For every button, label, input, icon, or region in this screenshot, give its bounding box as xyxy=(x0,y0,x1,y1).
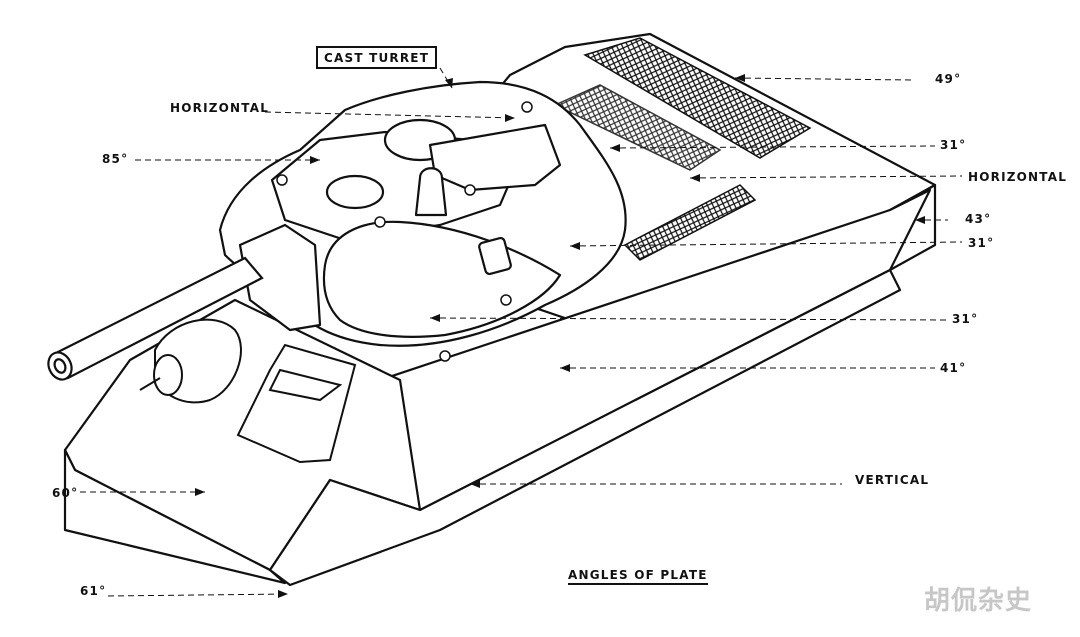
leader-31-3 xyxy=(429,317,949,321)
diagram-title: ANGLES OF PLATE xyxy=(568,568,708,585)
label-hull-side-41: 41° xyxy=(940,361,967,375)
leader-cast-turret xyxy=(439,67,453,89)
leader-49 xyxy=(734,77,913,81)
label-turret-top-horizontal: HORIZONTAL xyxy=(170,101,270,115)
label-upper-side-31-a: 31° xyxy=(940,138,967,152)
driver-hatch xyxy=(236,343,357,464)
leader-horizontal-rear xyxy=(689,175,963,179)
engine-grille xyxy=(583,37,812,159)
label-cast-turret: CAST TURRET xyxy=(316,46,438,69)
vision-port xyxy=(478,236,512,276)
leader-61 xyxy=(107,593,289,597)
label-rear-plate-43: 43° xyxy=(965,212,992,226)
label-hull-rear-horizontal: HORIZONTAL xyxy=(968,170,1068,184)
periscope xyxy=(414,167,448,217)
label-lower-side-vertical: VERTICAL xyxy=(855,473,930,487)
watermark: 胡侃杂史 xyxy=(924,586,1033,616)
leader-31-1 xyxy=(609,145,936,149)
leader-31-2 xyxy=(569,241,963,247)
label-turret-side-31: 31° xyxy=(952,312,979,326)
gun-mantlet xyxy=(238,223,322,332)
lower-hull-side xyxy=(268,268,902,587)
louvres-upper xyxy=(553,84,722,171)
label-upper-side-31-b: 31° xyxy=(968,236,995,250)
label-glacis-60: 60° xyxy=(52,486,79,500)
label-lower-front-61: 61° xyxy=(80,584,107,598)
label-turret-front-85: 85° xyxy=(102,152,129,166)
louvres-lower xyxy=(623,184,757,261)
leader-turret-top xyxy=(264,111,516,119)
label-engine-deck-49: 49° xyxy=(935,72,962,86)
hatch-left xyxy=(325,174,385,210)
